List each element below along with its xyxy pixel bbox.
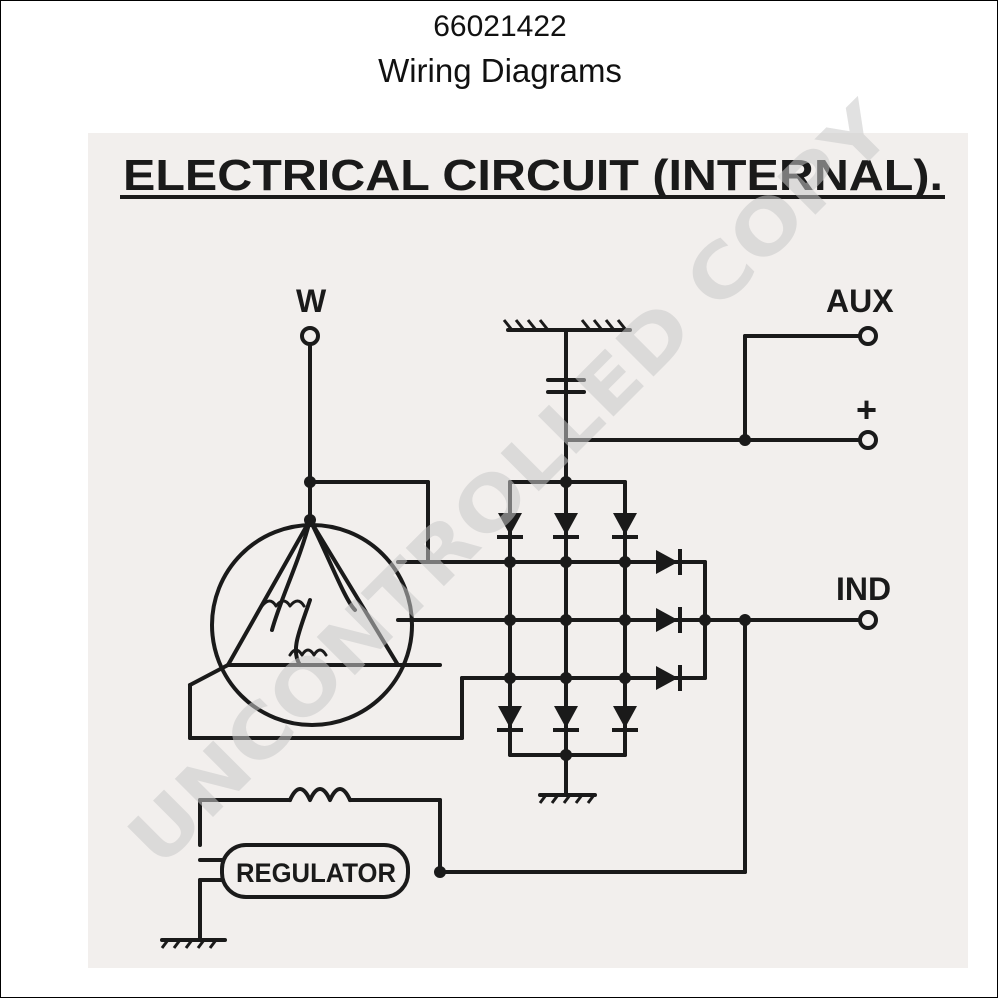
terminal-aux bbox=[858, 326, 878, 346]
terminal-label-w: W bbox=[296, 283, 327, 319]
scanned-diagram-background bbox=[88, 133, 968, 968]
terminal-label-aux: AUX bbox=[826, 283, 894, 319]
diagram-heading: ELECTRICAL CIRCUIT (INTERNAL). bbox=[123, 151, 943, 200]
regulator-label: REGULATOR bbox=[236, 858, 396, 888]
terminal-label-ind: IND bbox=[836, 571, 891, 607]
regulator-box bbox=[220, 843, 410, 899]
terminal-ind bbox=[858, 610, 878, 630]
page-title: Wiring Diagrams bbox=[378, 52, 622, 89]
terminal-plus bbox=[858, 430, 878, 450]
ground-symbols bbox=[160, 319, 628, 949]
terminal-label-plus: + bbox=[856, 389, 877, 430]
watermark: UNCONTROLLED COPY bbox=[112, 85, 909, 882]
junction-dots bbox=[304, 434, 751, 878]
terminal-w bbox=[300, 326, 320, 346]
part-number: 66021422 bbox=[433, 10, 567, 43]
